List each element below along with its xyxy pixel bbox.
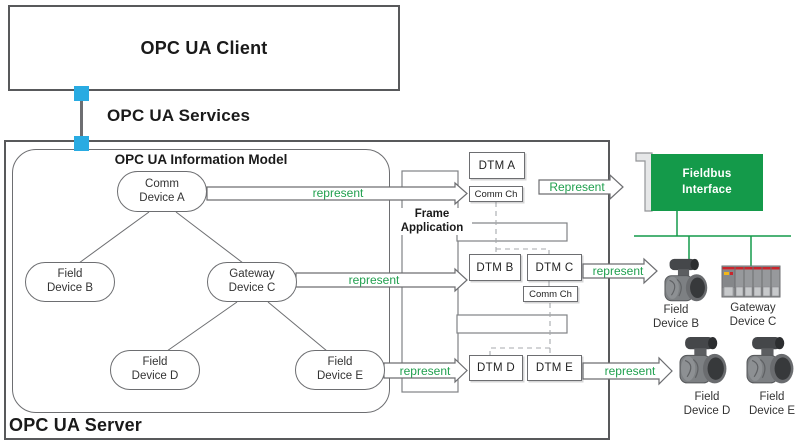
represent-label-dtm-c-to-devices: represent [592,264,644,278]
model-node-field-device-e: Field Device E [295,350,385,390]
model-tree-edges [78,211,328,352]
dtm-c-box: DTM C [527,254,582,281]
arrow-dtm-a-to-fieldbus [538,173,624,201]
field-device-d-image [679,336,728,385]
model-node-comm-device-a: Comm Device A [117,171,207,212]
client-server-connector [74,86,89,151]
model-node-gateway-device-c-label: Gateway Device C [228,268,276,294]
model-node-field-device-d-label: Field Device D [131,356,179,382]
opc-ua-client-box: OPC UA Client [8,5,400,91]
fieldbus-network-lines [634,211,791,266]
dtm-d-box: DTM D [469,355,523,381]
physical-field-device-d-label: Field Device D [683,391,731,417]
represent-label-dtm-e-to-devices: represent [604,364,656,378]
fieldbus-interface-label: Fieldbus Interface [682,167,732,196]
dtm-b-box: DTM B [469,254,521,281]
model-node-field-device-b-label: Field Device B [46,268,94,294]
connector-square-bottom [74,136,89,151]
fieldbus-interface-box: Fieldbus Interface [651,154,763,211]
dtm-d-label: DTM D [477,362,515,374]
model-node-field-device-e-label: Field Device E [316,356,364,382]
model-node-gateway-device-c: Gateway Device C [207,262,297,302]
physical-field-device-b-label: Field Device B [652,304,700,330]
opc-ua-services-label: OPC UA Services [107,106,251,125]
field-device-e-image [746,336,795,385]
comm-ch-mid-box: Comm Ch [523,286,578,302]
represent-label-model-to-comm-ch: represent [312,186,364,200]
arrow-dtm-c-to-devices [582,257,658,285]
model-node-comm-device-a-label: Comm Device A [139,177,185,204]
represent-label-model-to-dtm-d: represent [399,364,451,378]
physical-gateway-device-c-label: Gateway Device C [729,302,777,328]
frame-application-bar-top [456,222,568,242]
frame-application-label: Frame Application [392,208,472,236]
connector-square-top [74,86,89,101]
arrow-model-to-dtm-b [295,267,468,293]
model-node-field-device-b: Field Device B [25,262,115,302]
dtm-c-label: DTM C [535,261,574,274]
represent-arrow-shapes [206,173,673,386]
dtm-e-label: DTM E [535,362,574,374]
model-node-field-device-d: Field Device D [110,350,200,390]
represent-label-model-to-dtm-b: represent [348,273,400,287]
dtm-a-box: DTM A [469,152,525,179]
information-model-title: OPC UA Information Model [114,152,288,167]
gateway-device-c-image [721,265,781,298]
fieldbus-bracket-icon [635,152,653,212]
frame-application-bar-bottom [456,314,568,334]
dtm-a-label: DTM A [478,159,516,172]
physical-field-device-e-label: Field Device E [748,391,796,417]
comm-ch-mid-label: Comm Ch [529,288,572,300]
comm-ch-top-box: Comm Ch [469,186,523,202]
comm-ch-top-label: Comm Ch [474,188,518,200]
opc-ua-client-title: OPC UA Client [140,37,268,58]
arrow-dtm-e-to-devices [582,356,673,386]
opc-ua-server-label: OPC UA Server [9,415,142,435]
arrow-model-to-dtm-d [383,357,468,384]
dtm-e-box: DTM E [527,355,582,381]
dtm-b-label: DTM B [476,261,514,274]
represent-label-dtm-a-to-fieldbus: Represent [549,180,605,194]
field-device-b-image [664,258,708,302]
arrow-model-to-comm-ch [206,181,468,206]
